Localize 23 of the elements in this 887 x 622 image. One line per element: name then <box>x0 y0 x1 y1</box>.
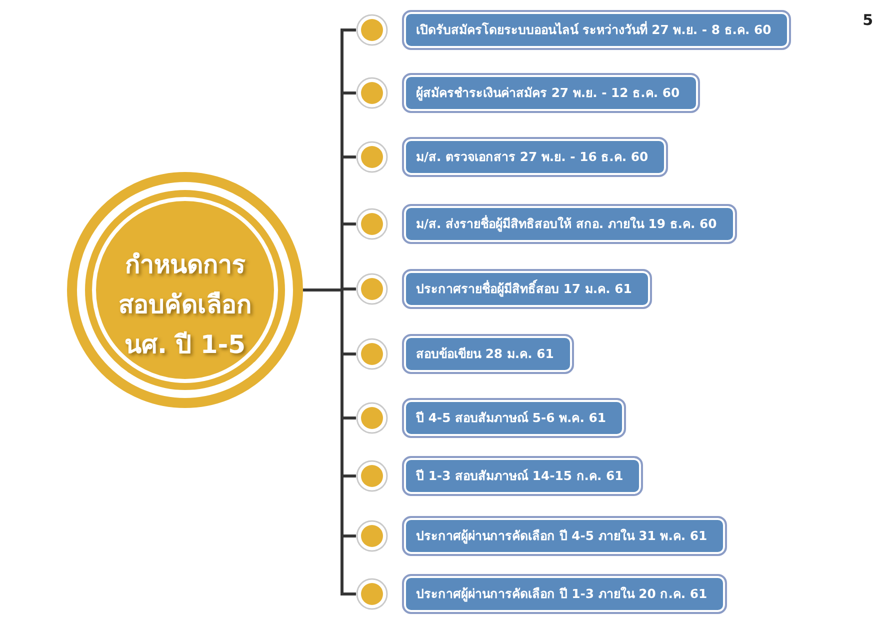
schedule-box: ม/ส. ส่งรายชื่อผู้มีสิทธิสอบให้ สกอ. ภายใน 19 ธ.ค. 60 <box>402 204 737 244</box>
schedule-box: สอบข้อเขียน 28 ม.ค. 61 <box>402 334 574 374</box>
bullet-circle <box>356 578 388 610</box>
schedule-box: ปี 4-5 สอบสัมภาษณ์ 5-6 พ.ค. 61 <box>402 398 626 438</box>
schedule-box: ประกาศผู้ผ่านการคัดเลือก ปี 1-3 ภายใน 20 ก.ค. 61 <box>402 574 728 614</box>
schedule-box: ประกาศผู้ผ่านการคัดเลือก ปี 4-5 ภายใน 31 พ.ค. 61 <box>402 516 728 556</box>
page-number: 5 <box>862 11 873 29</box>
schedule-box: เปิดรับสมัครโดยระบบออนไลน์ ระหว่างวันที่ 27 พ.ย. - 8 ธ.ค. 60 <box>402 10 792 50</box>
bullet-circle <box>356 208 388 240</box>
schedule-box: ผู้สมัครชำระเงินค่าสมัคร 27 พ.ย. - 12 ธ.ค. 60 <box>402 73 700 113</box>
schedule-box: ประกาศรายชื่อผู้มีสิทธิ์สอบ 17 ม.ค. 61 <box>402 269 652 309</box>
bullet-circle <box>356 273 388 305</box>
bullet-circle <box>356 520 388 552</box>
schedule-box: ม/ส. ตรวจเอกสาร 27 พ.ย. - 16 ธ.ค. 60 <box>402 137 668 177</box>
schedule-box: ปี 1-3 สอบสัมภาษณ์ 14-15 ก.ค. 61 <box>402 456 644 496</box>
bullet-circle <box>356 141 388 173</box>
bullet-circle <box>356 338 388 370</box>
title-text: กำหนดการสอบคัดเลือก นศ. ปี 1-5 <box>118 249 252 361</box>
bullet-circle <box>356 402 388 434</box>
bullet-circle <box>356 14 388 46</box>
bullet-circle <box>356 460 388 492</box>
connector-line <box>303 288 356 596</box>
bullet-circle <box>356 77 388 109</box>
